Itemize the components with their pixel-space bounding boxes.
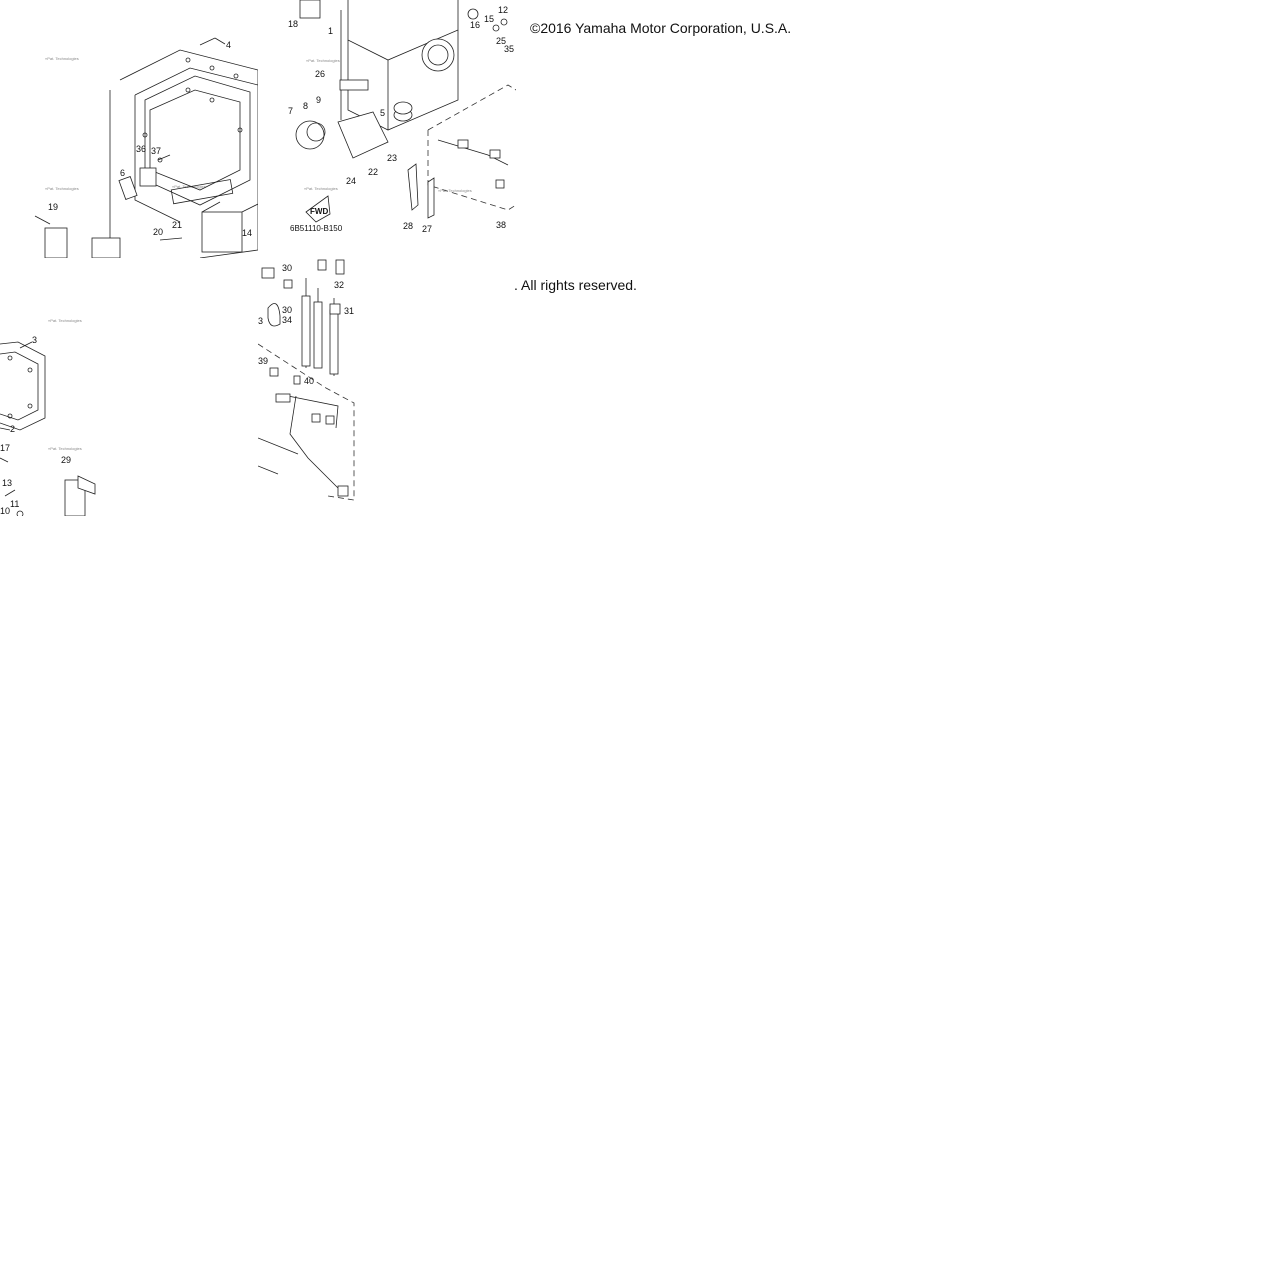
electrical-box-drawing: «Pat. Technologies «Pat. Technologies «P… bbox=[288, 0, 516, 234]
watermark-stamp: «Pat. Technologies bbox=[438, 188, 472, 193]
part-number: 12 bbox=[498, 5, 508, 15]
fwd-label: FWD bbox=[310, 207, 328, 216]
part-number: 38 bbox=[496, 220, 506, 230]
watermark-stamp: «Pat. Technologies bbox=[306, 58, 340, 63]
watermark-stamp: «Pat. Technologies bbox=[48, 446, 82, 451]
part-number: 30 bbox=[282, 305, 292, 315]
part-number: 25 bbox=[496, 36, 506, 46]
part-number: 15 bbox=[484, 14, 494, 24]
rights-caption: . All rights reserved. bbox=[514, 277, 637, 293]
drawing-code: 6B51110-B150 bbox=[290, 224, 343, 233]
part-number: 9 bbox=[316, 95, 321, 105]
part-number: 19 bbox=[48, 202, 58, 212]
part-number: 32 bbox=[334, 280, 344, 290]
part-number: 22 bbox=[368, 167, 378, 177]
part-number: 21 bbox=[172, 220, 182, 230]
diagram-tile-electrical-box: «Pat. Technologies «Pat. Technologies «P… bbox=[258, 0, 516, 258]
diagram-tile-cover: «Pat. Technologies «Pat. Technologies «P… bbox=[0, 0, 258, 258]
part-number: 4 bbox=[226, 40, 231, 50]
part-number: 5 bbox=[380, 108, 385, 118]
part-number: 35 bbox=[504, 44, 514, 54]
copyright-caption: ©2016 Yamaha Motor Corporation, U.S.A. bbox=[530, 20, 792, 36]
part-number: 39 bbox=[258, 356, 268, 366]
part-number: 29 bbox=[61, 455, 71, 465]
diagram-tile-harness: 30 30 34 32 31 39 40 3 bbox=[258, 258, 356, 502]
part-number: 18 bbox=[288, 19, 298, 29]
part-number: 24 bbox=[346, 176, 356, 186]
part-number: 14 bbox=[242, 228, 252, 238]
part-number: 27 bbox=[422, 224, 432, 234]
part-number: 36 bbox=[136, 144, 146, 154]
part-number: 3 bbox=[32, 335, 37, 345]
watermark-stamp: «Pat. Technologies bbox=[45, 186, 79, 191]
part-number: 3 bbox=[258, 316, 263, 326]
part-number: 2 bbox=[10, 424, 15, 434]
part-number: 17 bbox=[0, 443, 10, 453]
part-number: 31 bbox=[344, 306, 354, 316]
part-number: 8 bbox=[303, 101, 308, 111]
part-number: 26 bbox=[315, 69, 325, 79]
watermark-stamp: «Pat. Technologies bbox=[304, 186, 338, 191]
part-number: 10 bbox=[0, 506, 10, 516]
part-number: 16 bbox=[470, 20, 480, 30]
part-number: 28 bbox=[403, 221, 413, 231]
part-number: 13 bbox=[2, 478, 12, 488]
part-number: 7 bbox=[288, 106, 293, 116]
part-number: 37 bbox=[151, 146, 161, 156]
harness-drawing: 30 30 34 32 31 39 40 3 bbox=[258, 259, 355, 501]
part-number: 23 bbox=[387, 153, 397, 163]
part-number: 34 bbox=[282, 315, 292, 325]
part-number: 11 bbox=[10, 499, 19, 509]
gasket-drawing: «Pat. Technologies «Pat. Technologies 3 … bbox=[0, 318, 96, 516]
diagram-tile-gasket: «Pat. Technologies «Pat. Technologies 3 … bbox=[0, 258, 258, 516]
cover-drawing: «Pat. Technologies «Pat. Technologies «P… bbox=[34, 37, 258, 258]
watermark-stamp: «Pat. Technologies bbox=[45, 56, 79, 61]
part-number: 1 bbox=[328, 26, 333, 36]
part-number: 6 bbox=[120, 168, 125, 178]
part-number: 40 bbox=[304, 376, 314, 386]
part-number: 20 bbox=[153, 227, 163, 237]
part-number: 30 bbox=[282, 263, 292, 273]
watermark-stamp: «Pat. Technologies bbox=[48, 318, 82, 323]
